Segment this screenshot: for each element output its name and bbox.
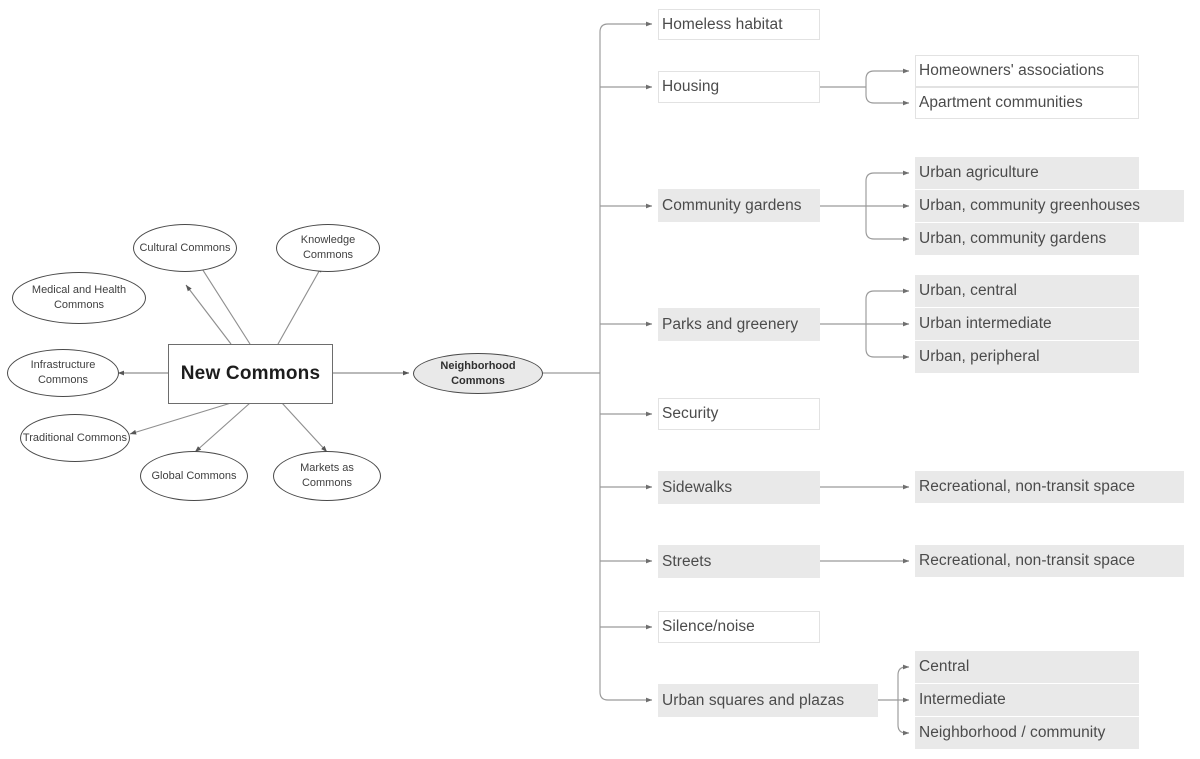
- node-label: Knowledge Commons: [300, 234, 356, 261]
- branch-homeless-habitat[interactable]: Homeless habitat: [658, 9, 820, 40]
- child-streets-recreational-space[interactable]: Recreational, non-transit space: [915, 545, 1184, 577]
- child-intermediate[interactable]: Intermediate: [915, 684, 1139, 716]
- child-central[interactable]: Central: [915, 651, 1139, 683]
- node-label: Medical and Health Commons: [31, 284, 127, 311]
- branch-streets[interactable]: Streets: [658, 545, 820, 578]
- node-cultural-commons[interactable]: Cultural Commons: [133, 224, 237, 272]
- node-label: Traditional Commons: [22, 431, 128, 444]
- child-urban-agriculture[interactable]: Urban agriculture: [915, 157, 1139, 189]
- node-traditional-commons[interactable]: Traditional Commons: [20, 414, 130, 462]
- branch-urban-squares-and-plazas[interactable]: Urban squares and plazas: [658, 684, 878, 717]
- child-urban-community-greenhouses[interactable]: Urban, community greenhouses: [915, 190, 1184, 222]
- node-label: Neighborhood Commons: [440, 359, 516, 387]
- node-global-commons[interactable]: Global Commons: [140, 451, 248, 501]
- branch-security[interactable]: Security: [658, 398, 820, 430]
- child-homeowners-associations[interactable]: Homeowners' associations: [915, 55, 1139, 87]
- child-neighborhood-community[interactable]: Neighborhood / community: [915, 717, 1139, 749]
- branch-silence-noise[interactable]: Silence/noise: [658, 611, 820, 643]
- child-apartment-communities[interactable]: Apartment communities: [915, 87, 1139, 119]
- node-label: Infrastructure Commons: [30, 359, 96, 386]
- node-label: Global Commons: [151, 469, 237, 482]
- child-urban-central[interactable]: Urban, central: [915, 275, 1139, 307]
- node-infrastructure-commons[interactable]: Infrastructure Commons: [7, 349, 119, 397]
- child-urban-peripheral[interactable]: Urban, peripheral: [915, 341, 1139, 373]
- child-urban-intermediate[interactable]: Urban intermediate: [915, 308, 1139, 340]
- branch-parks-and-greenery[interactable]: Parks and greenery: [658, 308, 820, 341]
- node-label: Markets as Commons: [300, 462, 354, 489]
- node-neighborhood-commons[interactable]: Neighborhood Commons: [413, 353, 543, 394]
- node-knowledge-commons[interactable]: Knowledge Commons: [276, 224, 380, 272]
- branch-housing[interactable]: Housing: [658, 71, 820, 103]
- node-markets-as-commons[interactable]: Markets as Commons: [273, 451, 381, 501]
- node-label: Cultural Commons: [139, 241, 231, 254]
- child-sidewalks-recreational-space[interactable]: Recreational, non-transit space: [915, 471, 1184, 503]
- child-urban-community-gardens[interactable]: Urban, community gardens: [915, 223, 1139, 255]
- center-node-new-commons[interactable]: New Commons: [168, 344, 333, 404]
- branch-sidewalks[interactable]: Sidewalks: [658, 471, 820, 504]
- branch-community-gardens[interactable]: Community gardens: [658, 189, 820, 222]
- node-medical-and-health-commons[interactable]: Medical and Health Commons: [12, 272, 146, 324]
